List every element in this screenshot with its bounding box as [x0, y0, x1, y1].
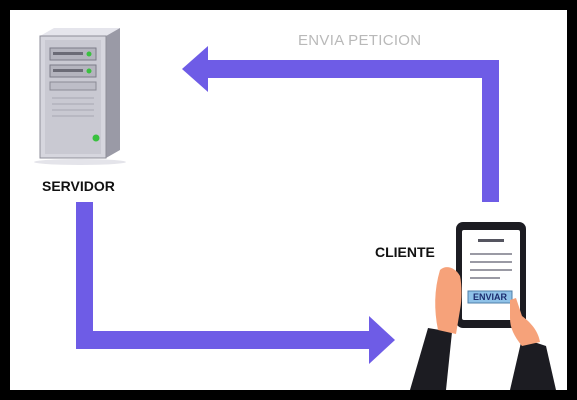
request-arrow-horizontal: [206, 60, 499, 78]
left-hand: [435, 267, 462, 334]
request-arrow-head: [182, 46, 208, 92]
request-arrow-vertical: [482, 60, 499, 202]
right-hand: [510, 298, 540, 346]
send-button-shape: [467, 290, 513, 304]
diagram-canvas: ENVIA PETICION SERVIDOR CLIENTE ENVIAR: [10, 10, 567, 390]
response-arrow-vertical: [76, 202, 93, 349]
diagram-graphics: [34, 28, 556, 390]
server-tower-icon: [34, 28, 126, 165]
left-sleeve: [410, 328, 452, 390]
response-arrow: [76, 202, 395, 364]
send-button[interactable]: ENVIAR: [472, 292, 507, 302]
server-label: SERVIDOR: [42, 178, 115, 194]
request-arrow: [182, 46, 499, 202]
response-arrow-horizontal: [76, 331, 371, 349]
right-sleeve: [510, 338, 556, 390]
response-arrow-head: [369, 316, 395, 364]
client-label: CLIENTE: [375, 244, 435, 260]
hand-holding-tablet-icon: [410, 222, 556, 390]
request-label: ENVIA PETICION: [298, 32, 422, 49]
